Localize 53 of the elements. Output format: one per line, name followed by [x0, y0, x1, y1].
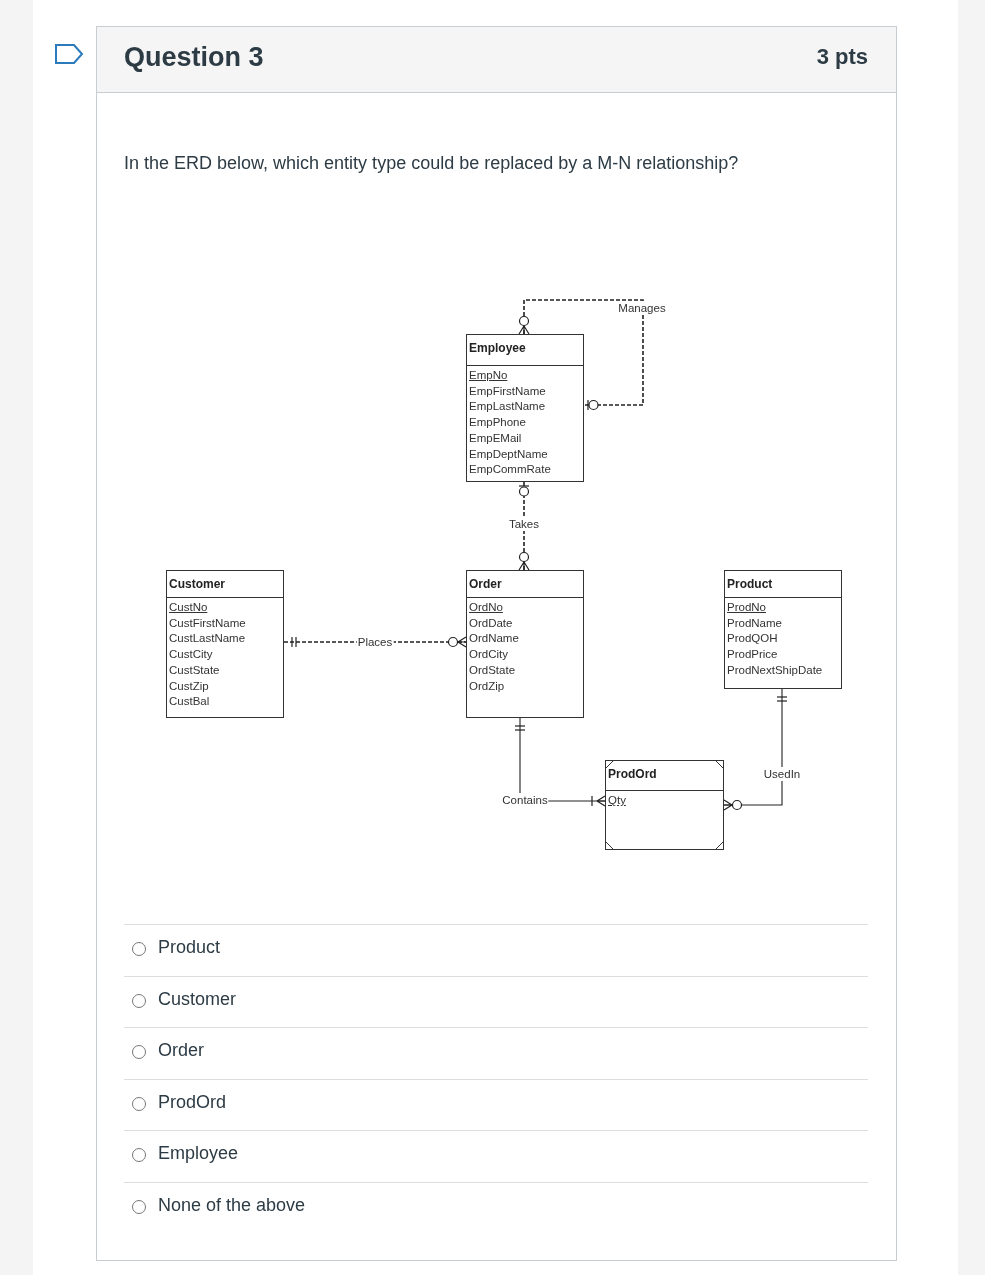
relationship-label: Contains	[501, 793, 549, 807]
attribute-name: OrdState	[469, 662, 516, 677]
attribute-name: OrdCity	[469, 647, 508, 662]
entity-name: Product	[727, 577, 773, 591]
attribute-name: OrdDate	[469, 615, 513, 630]
attribute-name: OrdZip	[469, 678, 505, 693]
attribute-name: EmpCommRate	[469, 462, 551, 477]
attribute-name: EmpDeptName	[469, 446, 548, 461]
attribute-name: ProdPrice	[727, 647, 778, 662]
relationship-line	[518, 299, 644, 411]
relationship-label: Takes	[508, 517, 540, 531]
entity-name: Order	[469, 577, 502, 591]
attribute-name: Qty	[608, 793, 626, 807]
attribute-name: CustZip	[169, 678, 209, 693]
entity-name: Customer	[169, 577, 225, 591]
relationship-label: Places	[356, 635, 394, 649]
answer-option: Customer	[158, 988, 237, 1010]
entity-box	[166, 570, 284, 718]
attribute-name: CustBal	[169, 694, 210, 709]
attribute-name: EmpEMail	[469, 430, 522, 445]
relationship-line	[518, 481, 530, 571]
attribute-name: CustLastName	[169, 631, 246, 646]
attribute-name: EmpNo	[469, 368, 508, 382]
answer-option: Employee	[158, 1143, 239, 1164]
answer-option: Product	[158, 937, 221, 958]
entity-box	[724, 570, 842, 689]
attribute-name: ProdNo	[727, 600, 766, 614]
attribute-name: ProdName	[727, 615, 782, 630]
entity-box	[605, 760, 724, 850]
attribute-name: CustNo	[169, 600, 208, 614]
attribute-name: ProdQOH	[727, 631, 778, 646]
attribute-name: EmpPhone	[469, 415, 526, 430]
entity-box	[466, 570, 584, 718]
entity-name: ProdOrd	[608, 767, 657, 781]
question-text: In the ERD below, which entity type could be replaced by a M-N relationship?	[124, 153, 739, 174]
entity-box	[466, 334, 584, 482]
attribute-name: OrdNo	[469, 600, 503, 614]
entity-name: Employee	[469, 341, 526, 355]
attribute-name: OrdName	[469, 631, 519, 646]
attribute-name: ProdNextShipDate	[727, 662, 823, 677]
relationship-label: Manages	[617, 301, 667, 315]
attribute-name: CustState	[169, 662, 220, 677]
answer-option: None of the above	[158, 1194, 306, 1216]
attribute-name: EmpFirstName	[469, 383, 546, 398]
attribute-name: CustFirstName	[169, 615, 246, 630]
points-label: 3 pts	[816, 44, 868, 70]
answer-option: Order	[158, 1040, 204, 1061]
attribute-name: EmpLastName	[469, 399, 546, 414]
relationship-line	[723, 688, 787, 811]
attribute-name: CustCity	[169, 647, 213, 662]
question-title: Question 3	[124, 42, 264, 73]
relationship-label: UsedIn	[762, 767, 802, 781]
answer-option: ProdOrd	[158, 1091, 227, 1113]
